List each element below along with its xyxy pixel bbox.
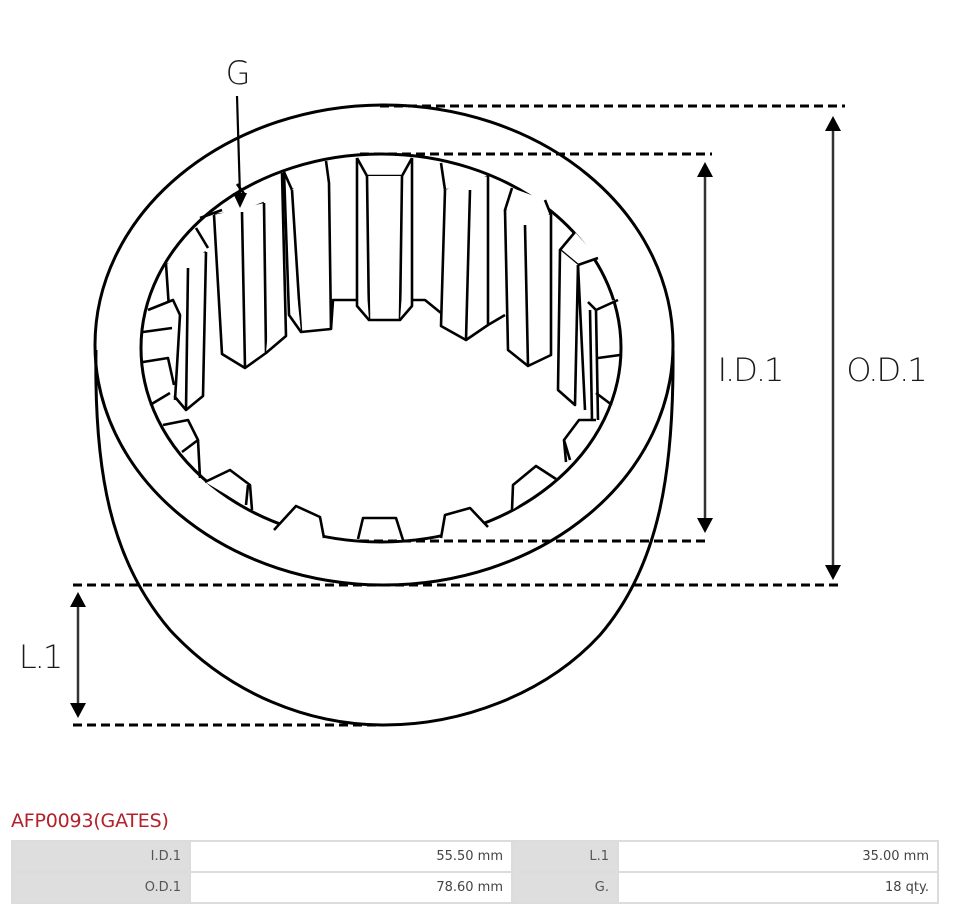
od-dimension-arrow [825,116,841,580]
spec-value: 35.00 mm [619,842,937,871]
arrow-down-icon [70,703,86,718]
dimension-extension-lines [73,104,845,727]
table-row: O.D.1 78.60 mm G. 18 qty. [13,873,937,902]
arrow-down-icon [825,565,841,580]
l-dimension-arrow [70,592,86,718]
arrow-down-icon [697,518,713,533]
id-dimension-arrow [697,162,713,533]
bushing-technical-drawing: G I.D.1 O.D.1 L.1 [19,54,928,727]
spec-label: G. [513,873,617,902]
arrow-up-icon [697,162,713,177]
spec-label: O.D.1 [13,873,189,902]
spec-label: L.1 [513,842,617,871]
table-row: I.D.1 55.50 mm L.1 35.00 mm [13,842,937,871]
spec-value: 18 qty. [619,873,937,902]
spec-label: I.D.1 [13,842,189,871]
lower-spline-teeth [162,418,596,541]
spec-value: 78.60 mm [191,873,511,902]
label-g: G [226,54,251,92]
label-id: I.D.1 [718,351,783,389]
part-title: AFP0093(GATES) [11,810,169,832]
spec-value: 55.50 mm [191,842,511,871]
spec-table: I.D.1 55.50 mm L.1 35.00 mm O.D.1 78.60 … [11,840,939,904]
label-od: O.D.1 [846,351,925,389]
g-leader [233,95,247,208]
g-arrowhead-icon [233,193,247,208]
arrow-up-icon [70,592,86,607]
arrow-up-icon [825,116,841,131]
label-l: L.1 [19,638,61,676]
spline-teeth [142,157,621,421]
